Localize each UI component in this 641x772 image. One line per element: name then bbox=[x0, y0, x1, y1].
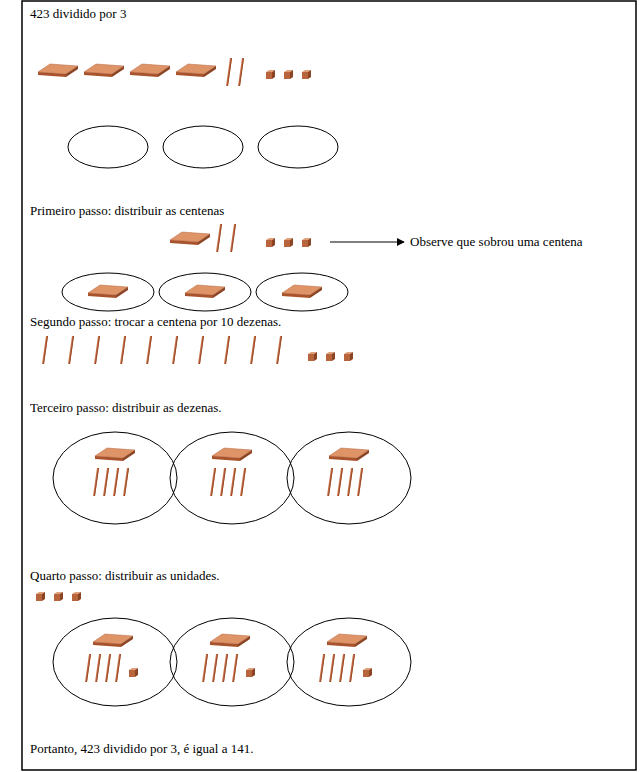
step-caption: Terceiro passo: distribuir as dezenas. bbox=[30, 400, 222, 416]
ten-rod bbox=[347, 468, 353, 496]
groups-step-3 bbox=[53, 432, 411, 524]
unit-cube bbox=[308, 352, 317, 361]
exchanged-tens bbox=[42, 336, 353, 364]
ten-rod bbox=[105, 654, 111, 682]
ten-rod bbox=[210, 468, 216, 496]
groups-step-1 bbox=[62, 273, 348, 311]
ten-rod bbox=[95, 654, 101, 682]
ten-rod bbox=[220, 468, 226, 496]
frame bbox=[22, 1, 636, 770]
ten-rod bbox=[123, 468, 129, 496]
group-ellipse bbox=[287, 618, 411, 706]
loose-units bbox=[36, 592, 81, 601]
ten-rod bbox=[250, 336, 256, 364]
ten-rod bbox=[94, 336, 100, 364]
step-caption: Primeiro passo: distribuir as centenas bbox=[30, 203, 224, 219]
group-ellipse bbox=[53, 618, 177, 706]
empty-groups bbox=[68, 126, 338, 168]
ten-rod bbox=[172, 336, 178, 364]
ten-rod bbox=[240, 468, 246, 496]
ten-rod bbox=[42, 336, 48, 364]
ten-rod bbox=[113, 468, 119, 496]
group-ellipse bbox=[62, 273, 154, 311]
group-ellipse bbox=[163, 126, 243, 168]
ten-rod bbox=[68, 336, 74, 364]
hundred-flat bbox=[95, 448, 135, 461]
unit-cube bbox=[54, 592, 63, 601]
unit-cube bbox=[246, 668, 255, 677]
group-ellipse bbox=[170, 432, 294, 524]
unit-cube bbox=[326, 352, 335, 361]
ten-rod bbox=[85, 654, 91, 682]
ten-rod bbox=[198, 336, 204, 364]
hundred-flat bbox=[130, 64, 170, 77]
ten-rod bbox=[349, 654, 355, 682]
title: 423 dividido por 3 bbox=[30, 6, 126, 22]
ten-rod bbox=[238, 58, 244, 86]
unit-cube bbox=[266, 70, 275, 79]
hundred-flat bbox=[282, 285, 322, 298]
hundred-flat bbox=[88, 285, 128, 298]
ten-rod bbox=[357, 468, 363, 496]
initial-blocks bbox=[38, 58, 311, 86]
ten-rod bbox=[230, 468, 236, 496]
hundred-flat bbox=[327, 634, 367, 647]
remaining-blocks bbox=[170, 224, 404, 252]
ten-rod bbox=[202, 654, 208, 682]
hundred-flat bbox=[84, 64, 124, 77]
ten-rod bbox=[115, 654, 121, 682]
step-caption: Quarto passo: distribuir as unidades. bbox=[30, 568, 220, 584]
unit-cube bbox=[266, 238, 275, 247]
group-ellipse bbox=[287, 432, 411, 524]
groups-step-4 bbox=[53, 618, 411, 706]
unit-cube bbox=[302, 238, 311, 247]
hundred-flat bbox=[329, 448, 369, 461]
ten-rod bbox=[146, 336, 152, 364]
ten-rod bbox=[339, 654, 345, 682]
hundred-flat bbox=[176, 64, 216, 77]
ten-rod bbox=[120, 336, 126, 364]
ten-rod bbox=[216, 224, 222, 252]
callout-note: Observe que sobrou uma centena bbox=[410, 234, 583, 250]
unit-cube bbox=[363, 668, 372, 677]
unit-cube bbox=[72, 592, 81, 601]
ten-rod bbox=[276, 336, 282, 364]
hundred-flat bbox=[38, 64, 78, 77]
unit-cube bbox=[129, 668, 138, 677]
hundred-flat bbox=[93, 634, 133, 647]
unit-cube bbox=[36, 592, 45, 601]
unit-cube bbox=[344, 352, 353, 361]
leader-arrow bbox=[330, 242, 404, 243]
unit-cube bbox=[284, 238, 293, 247]
ten-rod bbox=[337, 468, 343, 496]
group-ellipse bbox=[68, 126, 148, 168]
ten-rod bbox=[329, 654, 335, 682]
ten-rod bbox=[222, 654, 228, 682]
hundred-flat bbox=[185, 285, 225, 298]
group-ellipse bbox=[159, 273, 251, 311]
group-ellipse bbox=[53, 432, 177, 524]
hundred-flat bbox=[212, 448, 252, 461]
hundred-flat bbox=[210, 634, 250, 647]
ten-rod bbox=[93, 468, 99, 496]
unit-cube bbox=[302, 70, 311, 79]
ten-rod bbox=[230, 224, 236, 252]
ten-rod bbox=[224, 336, 230, 364]
ten-rod bbox=[226, 58, 232, 86]
group-ellipse bbox=[258, 126, 338, 168]
ten-rod bbox=[212, 654, 218, 682]
step-caption: Segundo passo: trocar a centena por 10 d… bbox=[30, 314, 281, 330]
ten-rod bbox=[103, 468, 109, 496]
step-caption: Portanto, 423 dividido por 3, é igual a … bbox=[30, 741, 254, 757]
unit-cube bbox=[284, 70, 293, 79]
ten-rod bbox=[327, 468, 333, 496]
ten-rod bbox=[232, 654, 238, 682]
group-ellipse bbox=[256, 273, 348, 311]
hundred-flat bbox=[170, 232, 210, 245]
ten-rod bbox=[319, 654, 325, 682]
group-ellipse bbox=[170, 618, 294, 706]
